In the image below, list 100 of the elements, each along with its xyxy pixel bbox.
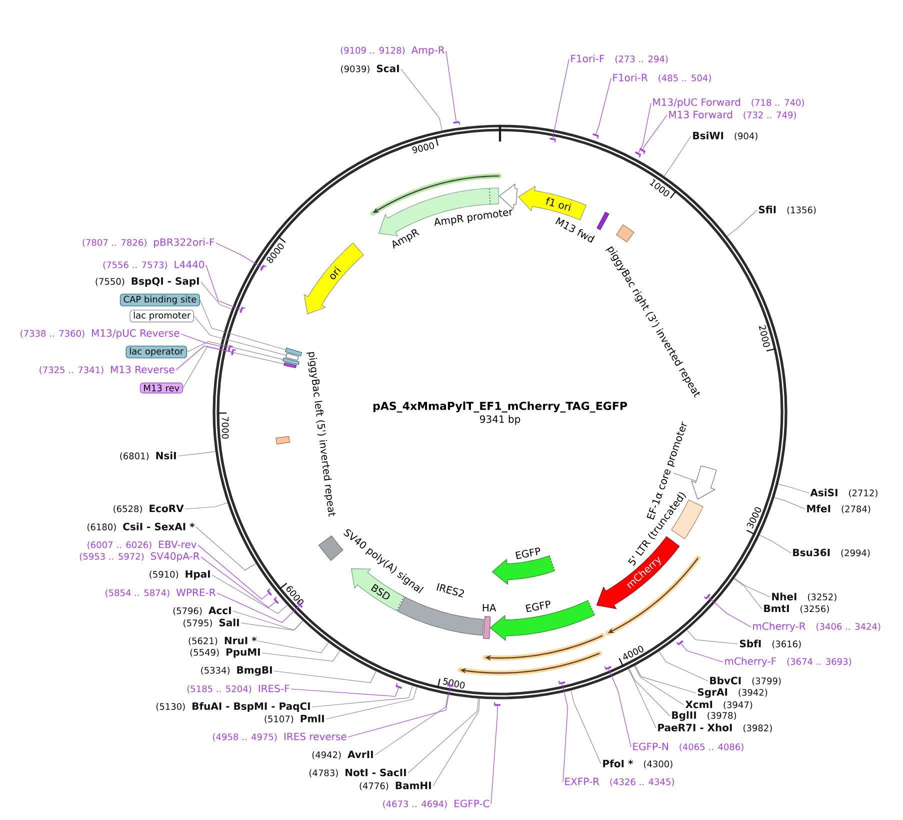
leader-line: [200, 300, 286, 350]
leader-line: [634, 665, 696, 694]
restriction-site-label: (5130) BfuAI - BspMI - PaqCI: [156, 702, 310, 712]
feature-box: [616, 224, 634, 242]
leader-line: [240, 620, 304, 631]
leader-line: [206, 264, 241, 310]
feature-tag: lac operator: [126, 346, 187, 358]
restriction-site-label: (6180) CsiI - SexAI *: [87, 522, 195, 532]
tick-label: 3000: [746, 507, 762, 529]
sequence-length: 9341 bp: [480, 415, 520, 425]
leader-line: [446, 50, 456, 122]
primer-label: F1ori-R (485 .. 504): [613, 74, 711, 82]
restriction-site-label: SbfI (3616): [740, 640, 801, 648]
primer-mark: [704, 594, 711, 600]
leader-line: [608, 668, 632, 748]
restriction-site-label: AsiSI (2712): [810, 488, 878, 498]
restriction-site-label: BglII (3978): [672, 711, 736, 721]
tick-label: 4000: [623, 646, 644, 660]
restriction-site-label: XcmI (3947): [685, 700, 752, 710]
leader-line: [184, 502, 228, 510]
feature-tag: M13 rev: [140, 382, 183, 394]
leader-line: [182, 346, 284, 388]
leader-line: [194, 316, 286, 356]
primer-label: (5854 .. 5874) WPRE-R: [106, 588, 216, 598]
restriction-site-label: (4783) NotI - SacII: [309, 768, 406, 778]
leader-line: [180, 334, 229, 348]
orf-line: [605, 556, 700, 636]
primer-label: mCherry-F (3674 .. 3693): [725, 657, 851, 667]
restriction-site-label: (7550) BspQI - SapI: [96, 277, 199, 287]
restriction-site-label: (5910) HpaI: [150, 570, 210, 580]
leader-line: [374, 694, 448, 756]
primer-label: M13/pUC Forward (718 .. 740): [653, 98, 804, 108]
restriction-site-label: PfoI * (4300): [603, 760, 672, 768]
leader-line: [196, 526, 256, 571]
primer-label: (5953 .. 5972) SV40pA-R: [80, 552, 200, 562]
leader-line: [638, 102, 652, 153]
primer-mark: [453, 120, 460, 126]
leader-line: [216, 242, 262, 268]
leader-line: [408, 698, 479, 774]
primer-label: (4673 .. 4694) EGFP-C: [383, 800, 490, 808]
restriction-site-label: NheI (3252): [772, 592, 836, 602]
tick-label: 2000: [758, 325, 770, 348]
feature-tag: CAP binding site: [120, 294, 200, 306]
restriction-site-label: (4776) BamHI: [360, 782, 431, 790]
feature-box: [286, 353, 299, 361]
primer-label: M13 Forward (732 .. 749): [669, 110, 796, 120]
restriction-site-label: (6528) EcoRV: [114, 504, 184, 514]
plasmid-title: pAS_4xMmaPylT_EF1_mCherry_TAG_EGFP: [373, 402, 628, 412]
primer-label: (6007 .. 6026) EBV-rev: [88, 540, 197, 550]
primer-mark: [447, 682, 454, 687]
leader-line: [200, 556, 276, 608]
feature-box: [282, 358, 300, 366]
primer-mark: [231, 349, 236, 356]
primer-mark: [639, 148, 646, 155]
orf-line: [482, 633, 605, 661]
feature-box: [318, 535, 344, 561]
primer-label: mCherry-R (3406 .. 3424): [753, 622, 880, 632]
restriction-site-label: SfiI (1356): [758, 206, 816, 214]
feature-bar: [397, 596, 484, 636]
leader-line: [216, 592, 300, 623]
leader-line: [312, 685, 413, 708]
primer-label: (5185 .. 5204) IRES-F: [187, 684, 290, 694]
leader-line: [562, 684, 568, 782]
primer-mark: [260, 264, 267, 271]
leader-line: [774, 497, 806, 510]
restriction-site-label: BbvCI (3799): [710, 676, 781, 686]
primer-mark: [604, 666, 612, 670]
leader-line: [628, 668, 656, 728]
feature-box: [276, 436, 290, 444]
leader-line: [634, 666, 684, 706]
restriction-site-label: (5795) SalI: [184, 618, 239, 628]
tick-label: 9000: [412, 142, 434, 154]
primer-mark: [676, 640, 684, 646]
feature-label: EGFP: [516, 548, 540, 560]
leader-line: [726, 210, 758, 236]
leader-line: [178, 451, 216, 456]
leader-line: [759, 534, 792, 554]
primer-label: (7556 .. 7573) L4440: [103, 260, 204, 270]
feature-label: HA: [482, 604, 496, 612]
primer-mark: [592, 133, 599, 140]
primer-label: (7807 .. 7826) pBR322ori-F: [82, 238, 214, 248]
primer-mark: [550, 138, 556, 143]
leader-line: [664, 136, 692, 177]
primer-mark: [634, 151, 642, 158]
restriction-site-label: (5621) NruI *: [188, 636, 257, 646]
feature-tag: lac promoter: [130, 310, 194, 322]
leader-line: [400, 68, 442, 131]
feature-box: [596, 212, 610, 230]
feature-block: [498, 184, 518, 210]
primer-mark: [558, 680, 566, 685]
leader-line: [628, 668, 670, 716]
restriction-site-label: (5334) BmgBI: [201, 666, 272, 676]
primer-label: (7325 .. 7341) M13 Reverse: [40, 366, 174, 374]
restriction-site-label: SgrAI (3942): [698, 688, 768, 698]
primer-label: F1ori-F (273 .. 294): [571, 54, 668, 64]
feature-block: ori: [304, 242, 364, 314]
leader-line: [778, 484, 810, 494]
leader-line: [680, 643, 724, 662]
primer-mark: [494, 702, 500, 706]
feature-block: [691, 466, 717, 500]
